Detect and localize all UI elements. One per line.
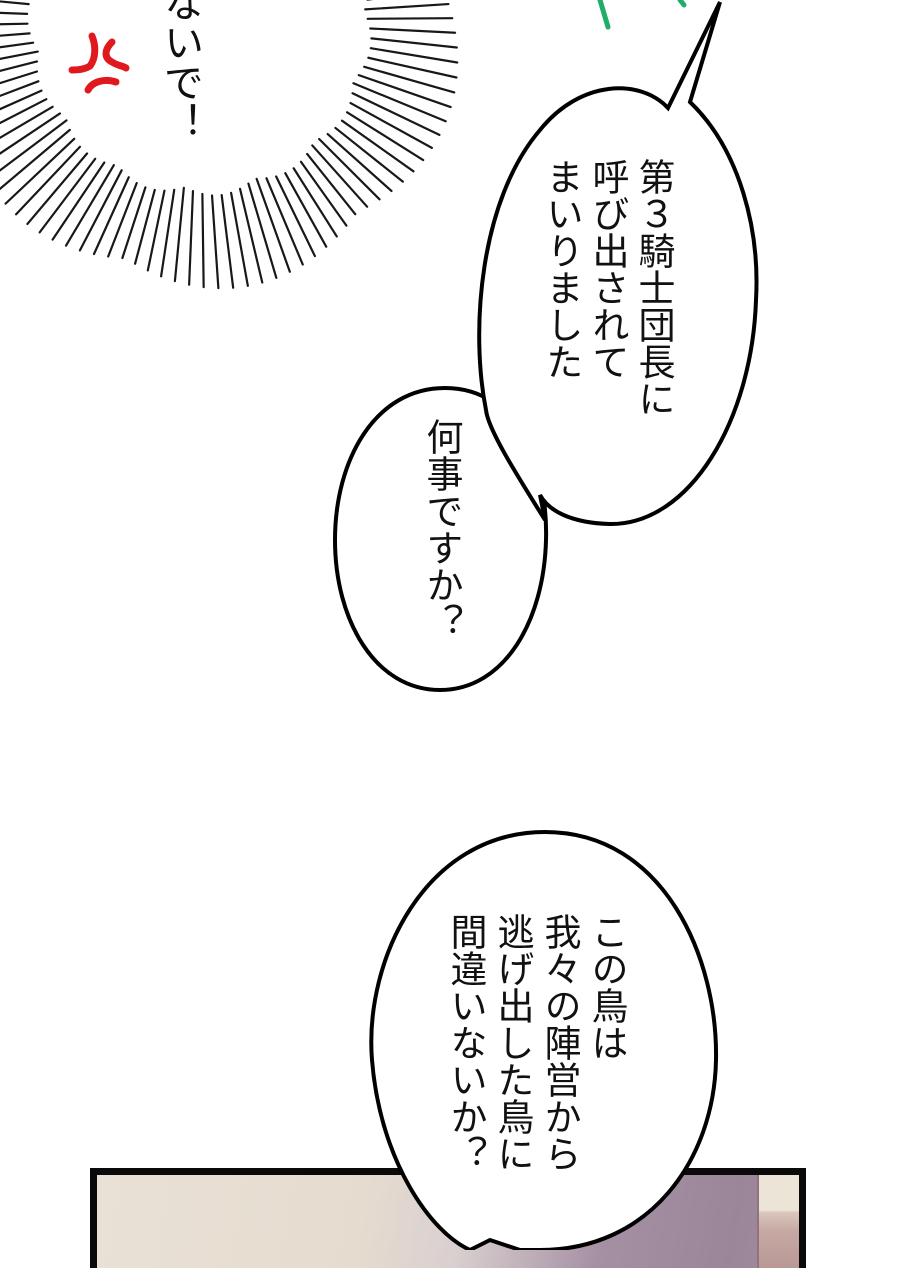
bubble-2-text: 何事ですか？ bbox=[420, 418, 463, 640]
shout-text: ないで！ bbox=[157, 0, 203, 142]
bubble-3-text: この鳥は 我々の陣営から 逃げ出した鳥に 間違いないか？ bbox=[444, 913, 628, 1172]
speech-bubble-1 bbox=[477, 1, 759, 527]
speech-bubble-3 bbox=[369, 829, 719, 1250]
bubble-1-text: 第３騎士団長に 呼び出されて まいりました bbox=[540, 158, 675, 417]
